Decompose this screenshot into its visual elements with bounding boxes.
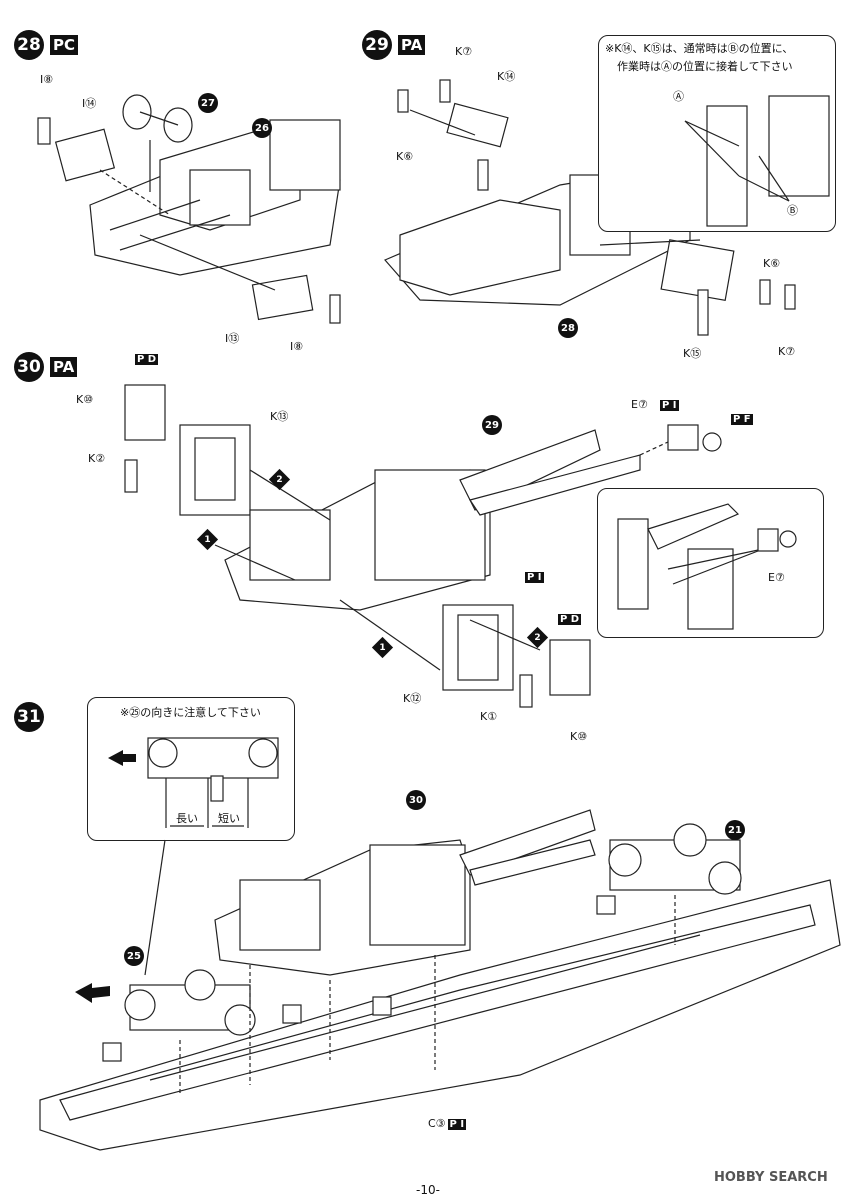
label-k14: K⑭ <box>497 70 516 83</box>
step-31-note: ※㉕の向きに注意して下さい <box>120 706 261 719</box>
long-label: 長い <box>176 812 198 825</box>
step-28-number: 28 <box>14 30 44 60</box>
ref-28: 28 <box>558 318 578 338</box>
label-k13: K⑬ <box>270 410 289 423</box>
tag-pf: P F <box>731 414 753 425</box>
step-29-note-line2: 作業時はⒶの位置に接着して下さい <box>617 60 793 73</box>
label-k6-right: K⑥ <box>763 257 781 270</box>
tag-pi-e7: P I <box>660 400 679 411</box>
label-k6-left: K⑥ <box>396 150 414 163</box>
step-29-tag: PA <box>398 35 426 55</box>
label-e7: E⑦ <box>631 398 648 411</box>
mark-a: Ⓐ <box>673 90 684 103</box>
label-k12: K⑫ <box>403 692 422 705</box>
step-29-note-line1: ※K⑭、K⑮は、通常時はⒷの位置に、 <box>605 42 794 55</box>
step-31-callout: ※㉕の向きに注意して下さい 長い 短い <box>87 697 295 841</box>
page-number: -10- <box>416 1183 440 1197</box>
label-k7-right: K⑦ <box>778 345 796 358</box>
label-k7-top: K⑦ <box>455 45 473 58</box>
step-30-callout-drawing <box>617 503 797 630</box>
mark-b: Ⓑ <box>787 204 798 217</box>
ref-25: 25 <box>124 946 144 966</box>
step-30-number: 30 <box>14 352 44 382</box>
short-label: 短い <box>218 812 240 825</box>
label-k10-top: K⑩ <box>76 393 94 406</box>
watermark: HOBBY SEARCH <box>714 1170 828 1185</box>
label-k2: K② <box>88 452 106 465</box>
step-29-number: 29 <box>362 30 392 60</box>
ref-30: 30 <box>406 790 426 810</box>
step-30-tag: PA <box>50 357 78 377</box>
label-k10-bottom: K⑩ <box>570 730 588 743</box>
tag-pi-frame: P I <box>525 572 544 583</box>
label-k1: K① <box>480 710 498 723</box>
tag-pd-bottom: P D <box>558 614 582 625</box>
step-29-callout-drawing <box>684 95 830 227</box>
label-i13: I⑬ <box>225 332 240 345</box>
step-30-callout: E⑦ <box>597 488 824 638</box>
tag-pd-top: P D <box>135 354 159 365</box>
step-28-tag: PC <box>50 35 79 55</box>
label-i8-top: I⑧ <box>40 73 54 86</box>
label-k15: K⑮ <box>683 347 702 360</box>
callout-label-e7: E⑦ <box>768 571 785 584</box>
ref-27: 27 <box>198 93 218 113</box>
step-31-number: 31 <box>14 702 44 732</box>
label-i14: I⑭ <box>82 97 97 110</box>
step-29-callout: ※K⑭、K⑮は、通常時はⒷの位置に、 作業時はⒶの位置に接着して下さい Ⓐ Ⓑ <box>598 35 836 232</box>
ref-29: 29 <box>482 415 502 435</box>
ref-26: 26 <box>252 118 272 138</box>
ref-21: 21 <box>725 820 745 840</box>
step-31-callout-drawing <box>108 737 279 828</box>
label-i8-bottom: I⑧ <box>290 340 304 353</box>
